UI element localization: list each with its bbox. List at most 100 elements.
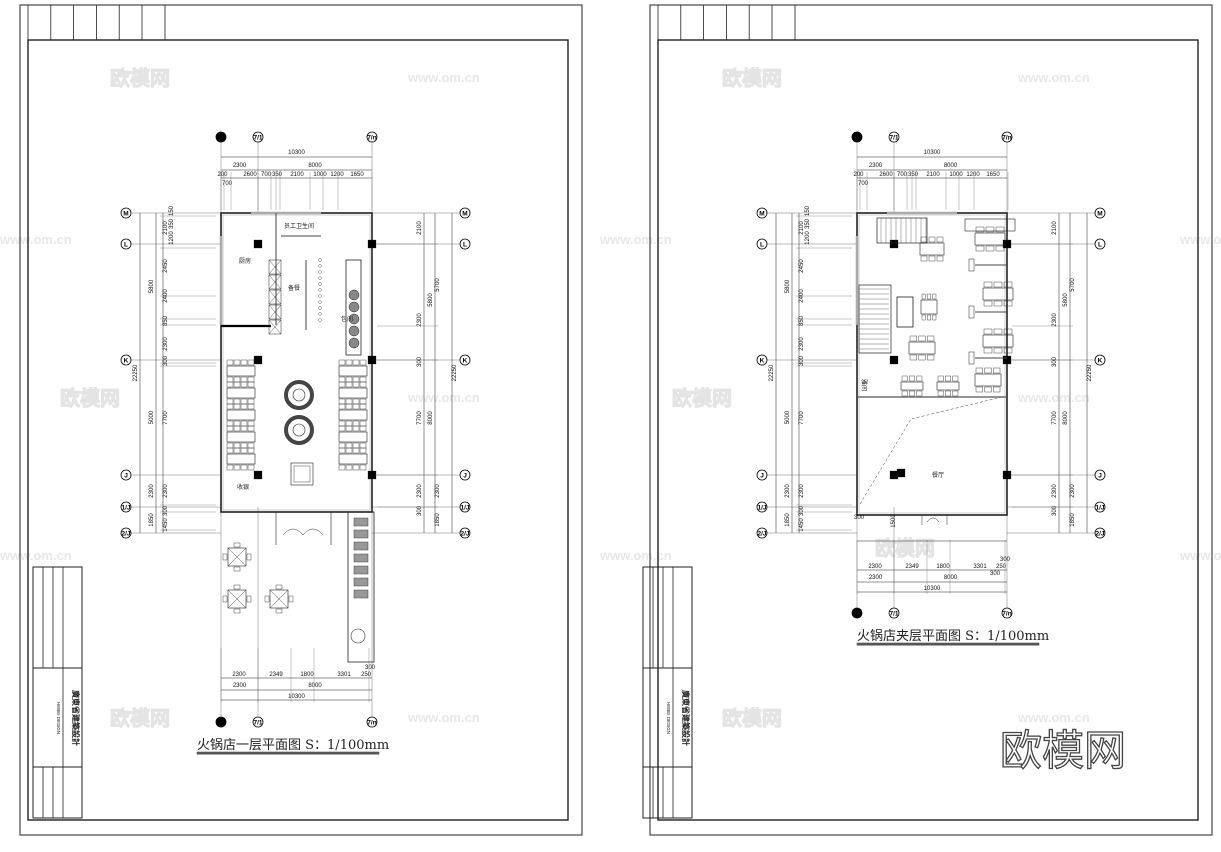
- dimension-text: 5700: [435, 278, 441, 292]
- chair: [928, 255, 936, 262]
- chair: [345, 464, 353, 471]
- dining-table: [338, 387, 368, 399]
- line: [227, 547, 247, 567]
- axis-bubble: [120, 527, 132, 539]
- planter: [350, 628, 366, 644]
- axis-label: 2/J: [1095, 530, 1104, 537]
- chair: [975, 386, 983, 393]
- entrance-door: [921, 515, 948, 525]
- chair: [338, 442, 346, 449]
- room-label: 雅间: [860, 379, 868, 391]
- dimension-text: 8000: [944, 163, 958, 169]
- dimension-text: 1200: [330, 172, 344, 178]
- dimension-text: 1650: [350, 172, 364, 178]
- bench-seat: [353, 577, 369, 587]
- dimension-text: 1800: [300, 672, 314, 678]
- kitchen-equipment: [268, 319, 282, 335]
- dimension-text: 8000: [944, 575, 958, 581]
- chair: [275, 608, 283, 614]
- chair: [240, 442, 248, 449]
- drawing-title: 火锅店一层平面图 S：1/100mm: [197, 737, 389, 753]
- dining-table: [338, 453, 368, 465]
- watermark-logo: 欧模网: [722, 706, 782, 730]
- title-block: [32, 566, 83, 819]
- axis-label: L: [1098, 241, 1102, 248]
- axis-bubble: [1094, 354, 1106, 366]
- title-underline: [196, 751, 380, 755]
- watermark-url: www.om.cn: [1017, 710, 1090, 725]
- line: [268, 304, 282, 320]
- round-booth: [284, 415, 314, 445]
- axis-bubble: [1094, 527, 1106, 539]
- chair: [985, 226, 995, 233]
- dimension-text: 2300: [149, 484, 155, 498]
- dimension-text: 2400: [799, 289, 805, 303]
- axis-bubble: [851, 607, 863, 619]
- dimension-text: 850: [163, 315, 169, 326]
- round-table: [292, 423, 306, 437]
- chair: [240, 425, 248, 432]
- dining-table: [974, 373, 1002, 387]
- chair: [952, 390, 959, 397]
- dimension-text: 350: [169, 218, 175, 229]
- watermark-logo: 欧模网: [722, 66, 782, 90]
- watermark-url: www.om.cn: [407, 390, 480, 405]
- chair: [928, 236, 936, 243]
- stove-burner: [318, 306, 322, 310]
- chair: [222, 553, 228, 561]
- chair: [359, 420, 367, 427]
- chair: [983, 328, 993, 335]
- chair: [233, 542, 241, 548]
- structural-column: [253, 355, 263, 365]
- chair: [901, 375, 908, 382]
- dimension-text: 8000: [428, 411, 434, 425]
- chair: [247, 381, 255, 388]
- bar-stool: [348, 337, 360, 349]
- axis-label: J: [760, 472, 764, 479]
- dimension-text: 2349: [905, 564, 919, 570]
- axis-label: L: [124, 241, 128, 248]
- chair: [240, 376, 248, 383]
- dimension-text: 22250: [452, 364, 458, 381]
- dining-table: [936, 381, 960, 391]
- dimension-text: 7700: [1052, 411, 1058, 425]
- entrance-door: [282, 528, 324, 536]
- axis-bubble: [1094, 207, 1106, 219]
- axis-bubble: [215, 131, 227, 143]
- bench-seat: [353, 553, 369, 563]
- axis-bubble: [459, 238, 471, 250]
- watermark-url: www.om.cn: [1179, 548, 1221, 563]
- chair: [352, 420, 360, 427]
- dining-table: [226, 453, 256, 465]
- chair: [1003, 281, 1013, 288]
- chair: [240, 464, 248, 471]
- chair: [937, 375, 944, 382]
- dimension-text: 700: [858, 181, 869, 187]
- axis-label: K: [463, 357, 468, 364]
- watermark-logo: 欧模网: [875, 536, 935, 560]
- dimension-text: 250: [361, 672, 372, 678]
- chair: [985, 245, 995, 252]
- chair: [909, 335, 917, 342]
- sheet-inner-frame: [657, 39, 1199, 821]
- stove-burner: [318, 300, 322, 304]
- floor-dimension: 300: [990, 571, 1001, 577]
- chair: [983, 300, 993, 307]
- chair: [246, 553, 252, 561]
- dimension-text: 8000: [308, 683, 322, 689]
- dimension-text: 1200: [966, 172, 980, 178]
- chair: [275, 584, 283, 590]
- dimension-text: 350: [908, 172, 919, 178]
- stove-burner: [318, 276, 322, 280]
- dimension-text: 300: [417, 356, 423, 367]
- dimension-text: 700: [897, 172, 908, 178]
- chair: [909, 354, 917, 361]
- dimension-text: 8000: [308, 163, 322, 169]
- chair: [909, 390, 915, 397]
- chair: [993, 328, 1003, 335]
- chair: [233, 464, 241, 471]
- watermark-url: www.om.cn: [0, 548, 72, 563]
- axis-bubble: [120, 501, 132, 513]
- dining-table: [338, 365, 368, 377]
- kitchen-equipment: [268, 304, 282, 320]
